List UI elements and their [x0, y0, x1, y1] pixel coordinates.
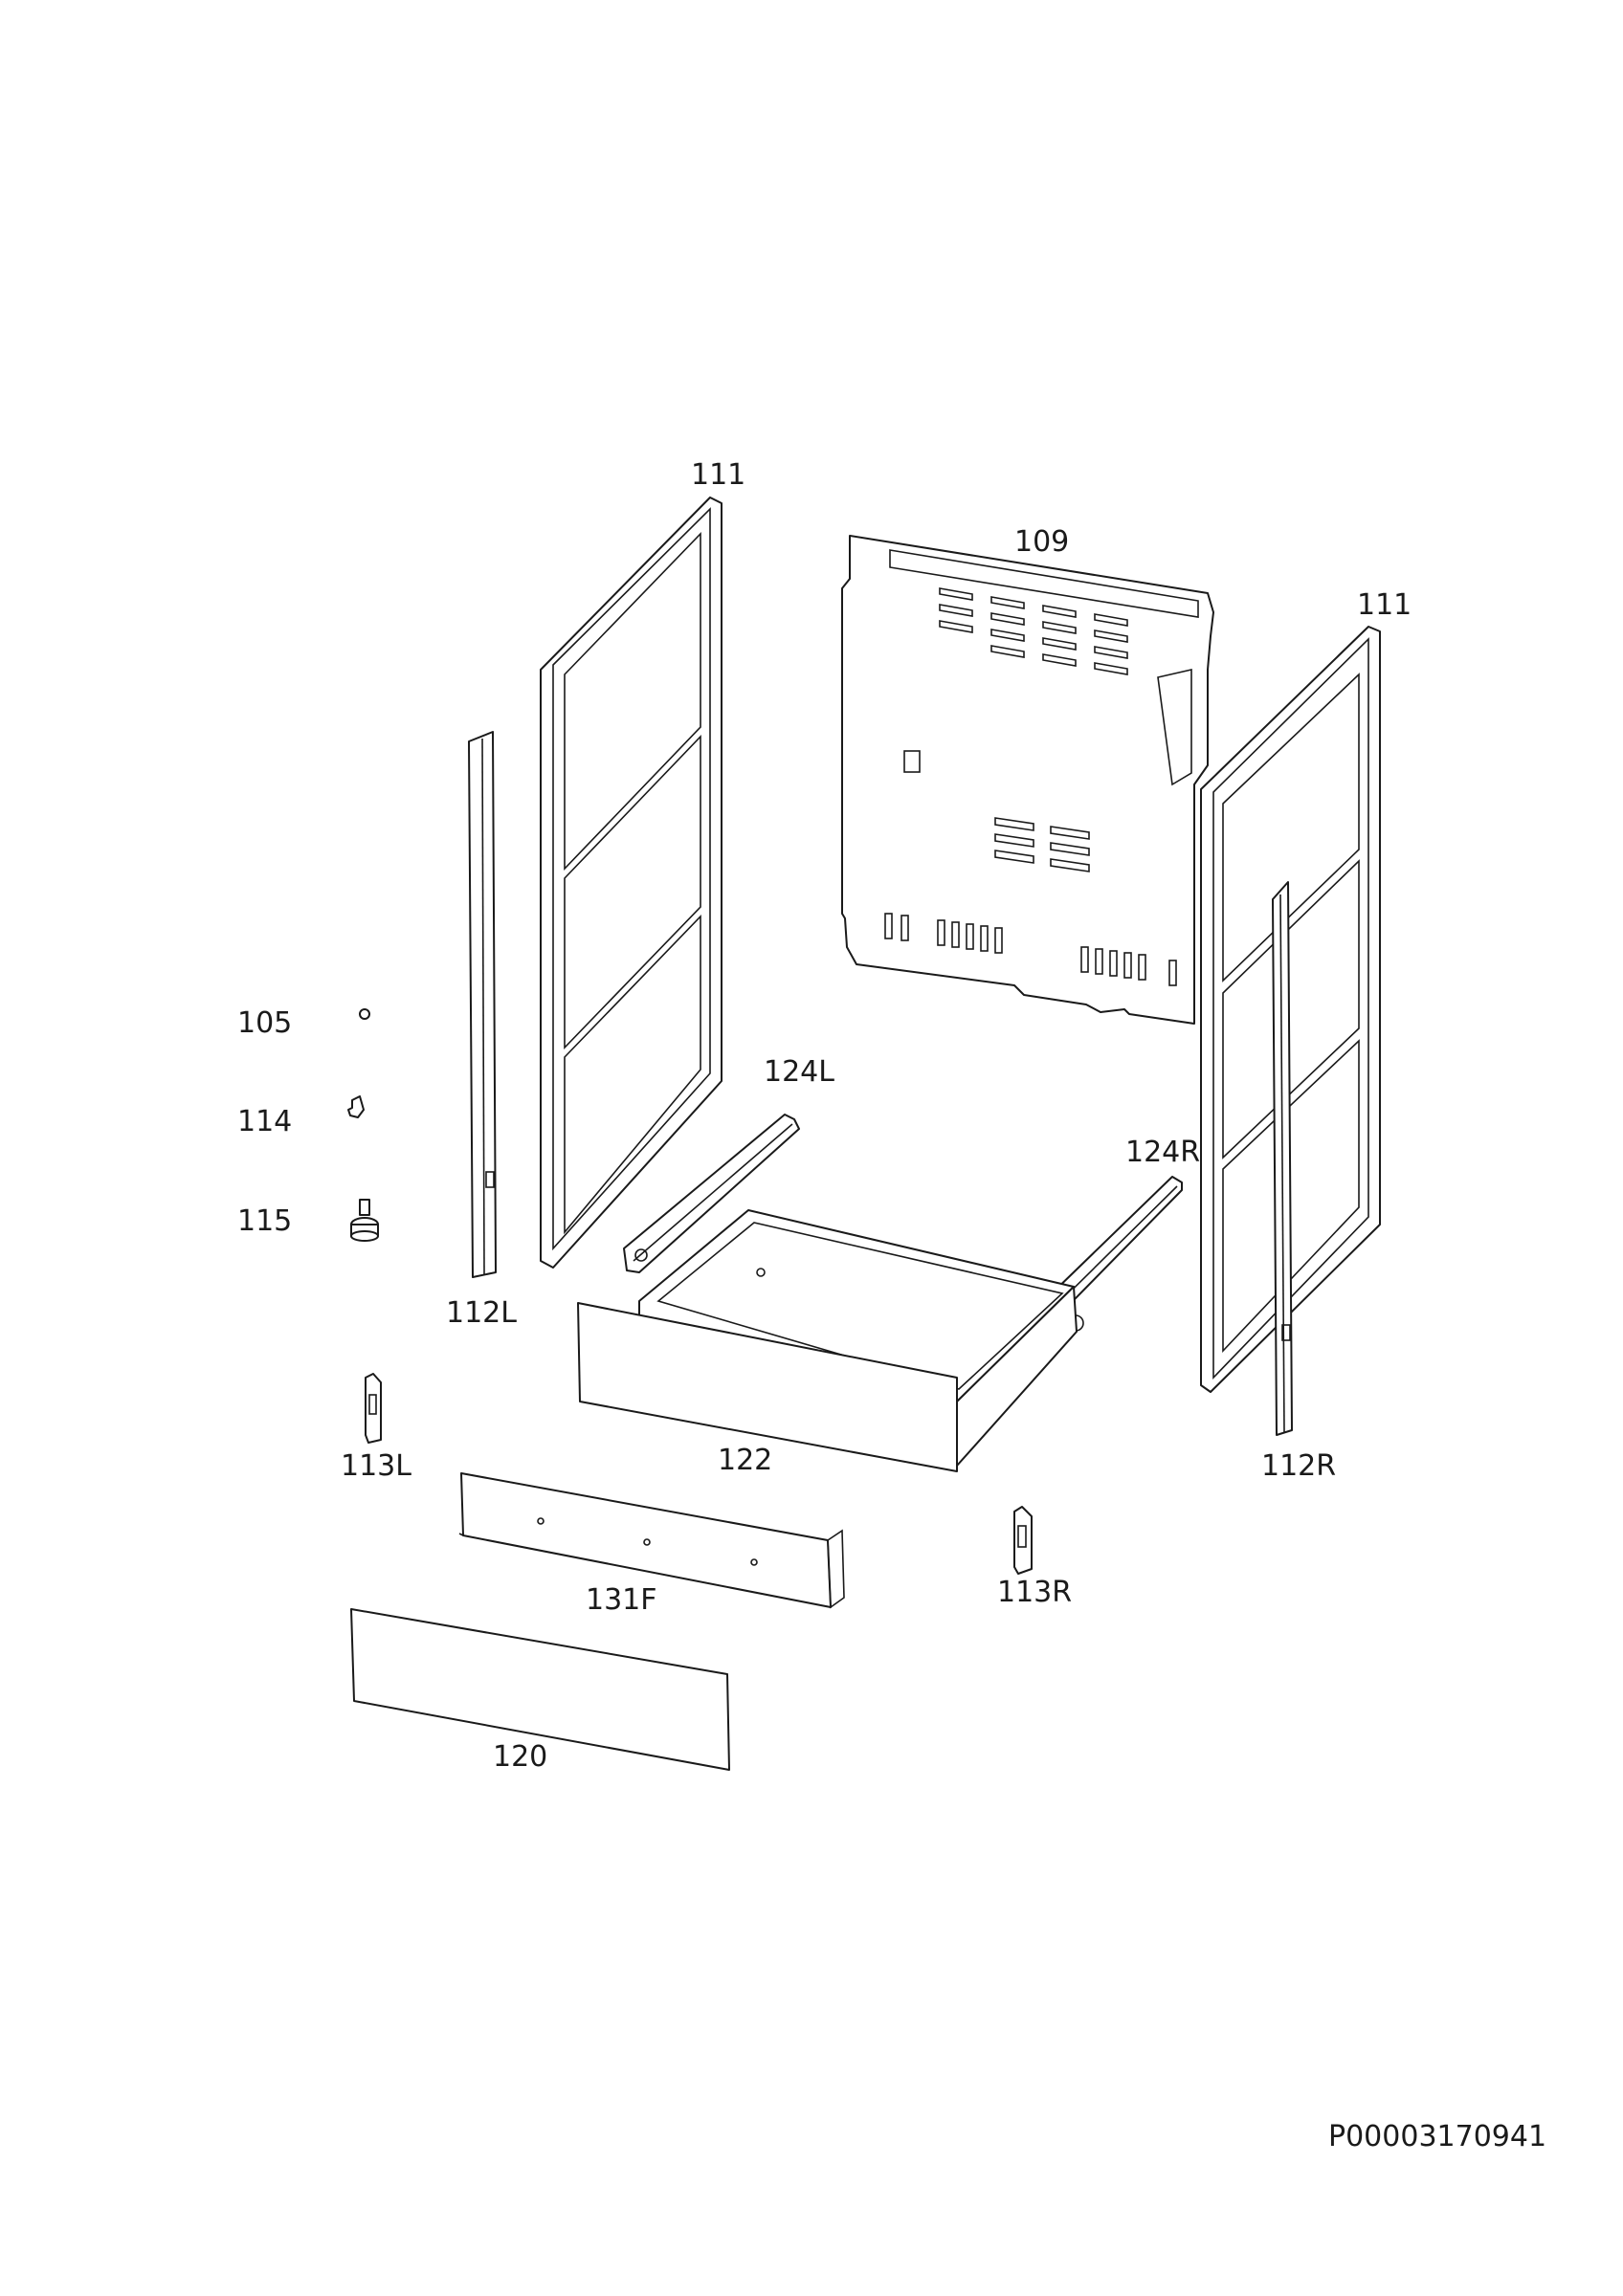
front-panel: [350, 1608, 730, 1771]
bracket-left: [365, 1373, 382, 1444]
side-panel-left: [540, 497, 723, 1269]
label-131F: 131F: [586, 1583, 657, 1617]
label-111-right: 111: [1357, 588, 1412, 622]
part-115-foot: [350, 1199, 379, 1242]
label-113L: 113L: [341, 1449, 411, 1483]
label-115: 115: [237, 1204, 293, 1238]
label-113R: 113R: [997, 1576, 1073, 1609]
label-124R: 124R: [1125, 1136, 1201, 1169]
drawer: [577, 1209, 1078, 1472]
front-strip: [458, 1472, 845, 1609]
back-panel: [841, 535, 1214, 1025]
side-strip-left: [468, 731, 497, 1278]
label-109: 109: [1014, 525, 1070, 559]
vent-slots-bottom: [884, 913, 1177, 986]
label-112L: 112L: [446, 1296, 517, 1330]
part-114-clip: [347, 1095, 365, 1118]
label-111-left: 111: [691, 458, 746, 492]
side-panel-right: [1200, 626, 1381, 1393]
label-122: 122: [718, 1444, 773, 1477]
label-114: 114: [237, 1105, 293, 1138]
part-105-ball: [359, 1008, 370, 1020]
bracket-right: [1013, 1506, 1033, 1575]
label-105: 105: [237, 1006, 293, 1040]
vent-slots-middle: [994, 817, 1090, 872]
label-112R: 112R: [1261, 1449, 1337, 1483]
label-120: 120: [493, 1740, 548, 1774]
document-code: P00003170941: [1328, 2120, 1547, 2153]
vent-slots-top: [939, 587, 1128, 675]
drawer-runner-left: [623, 1114, 800, 1273]
side-strip-right: [1272, 881, 1293, 1436]
label-124L: 124L: [764, 1055, 834, 1089]
